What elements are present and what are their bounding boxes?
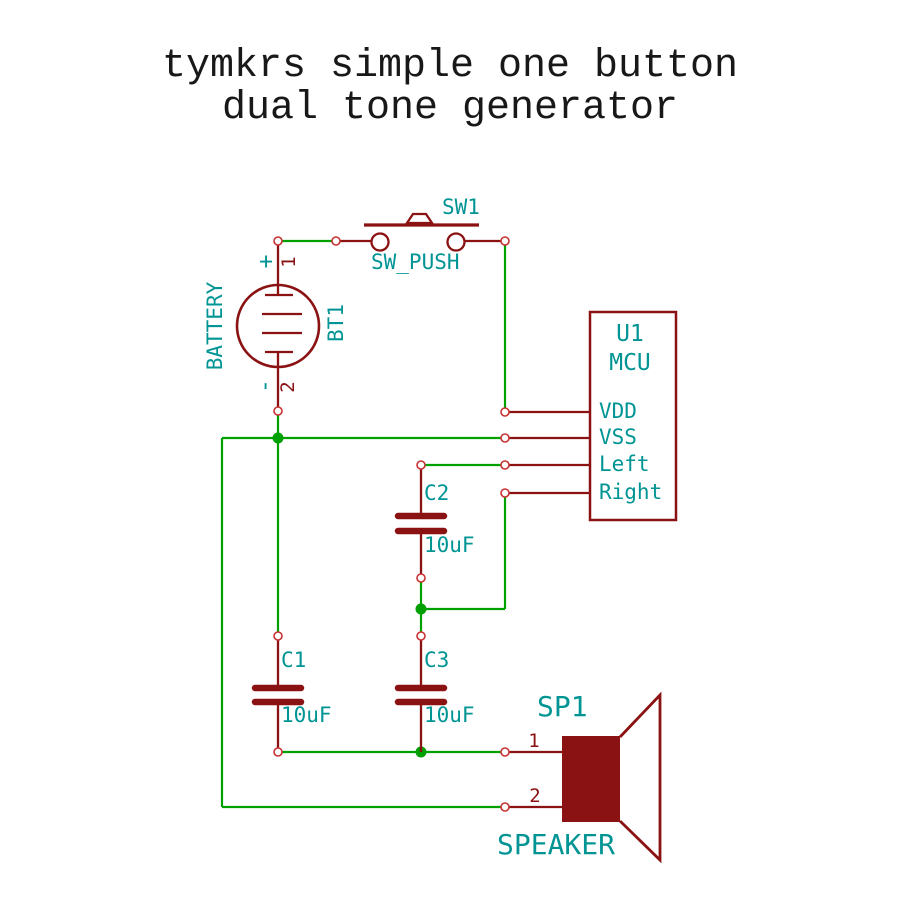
mcu-pin-label-vss: VSS [599,425,637,449]
battery-pin2-number: 2 [277,381,299,392]
c1-ref-label: C1 [281,648,306,672]
mcu-body [588,310,678,522]
c1-value-label: 10uF [281,703,332,727]
mcu-pin-label-vdd: VDD [599,399,637,423]
pin-end-marker [500,802,510,812]
pin-end-marker [331,236,341,246]
c2-value-label: 10uF [424,533,475,557]
c3-ref-label: C3 [424,648,449,672]
junction-dot [415,603,427,615]
battery-ref-label: BT1 [324,304,348,342]
mcu-u1: U1 MCU VDD VSS Left Right [509,310,678,522]
switch-ref-label: SW1 [442,195,480,219]
pin-end-marker [416,460,426,470]
junctions [272,432,427,758]
pin-end-marker [273,236,283,246]
switch-contact-left [370,232,390,252]
speaker-cone [618,691,662,864]
pin-end-marker [500,488,510,498]
wires [220,239,507,809]
speaker-pin1-number: 1 [528,730,539,752]
c3-value-label: 10uF [424,703,475,727]
battery-bt1: + 1 - 2 BATTERY BT1 [203,245,348,407]
pin-end-marker [273,406,283,416]
speaker-ref-label: SP1 [537,690,588,723]
schematic-title: tymkrs simple one button dual tone gener… [162,44,738,131]
switch-button-bump [404,212,435,225]
speaker-body [562,736,620,822]
pin-end-marker [416,573,426,583]
pin-end-marker [273,747,283,757]
speaker-sp1: 1 2 SP1 SPEAKER [497,690,662,864]
switch-sw1: SW1 SW_PUSH [336,195,505,274]
pin-end-marker [500,747,510,757]
pin-end-markers [273,236,510,812]
switch-contact-right [446,232,466,252]
pin-end-marker [500,407,510,417]
title-line-1: tymkrs simple one button [162,44,738,89]
c2-ref-label: C2 [424,481,449,505]
speaker-value-label: SPEAKER [497,828,615,861]
mcu-value-label: MCU [609,350,651,376]
pin-end-marker [416,631,426,641]
pin-end-marker [500,236,510,246]
capacitor-c1: C1 10uF [251,636,332,752]
battery-pin1-number: 1 [278,256,300,267]
capacitor-c2: C2 10uF [394,465,475,578]
mcu-pin-label-right: Right [599,480,662,504]
speaker-pin2-number: 2 [529,785,540,807]
pin-end-marker [500,433,510,443]
pin-end-marker [500,460,510,470]
mcu-ref-label: U1 [616,321,644,347]
mcu-pin-label-left: Left [599,452,650,476]
junction-dot [272,432,284,444]
pin-end-marker [273,631,283,641]
battery-value-label: BATTERY [203,281,227,370]
battery-plus-sign: + [259,249,273,275]
switch-value-label: SW_PUSH [371,250,460,274]
battery-minus-sign: - [252,379,278,393]
title-line-2: dual tone generator [222,86,678,131]
capacitor-c3: C3 10uF [394,636,475,752]
